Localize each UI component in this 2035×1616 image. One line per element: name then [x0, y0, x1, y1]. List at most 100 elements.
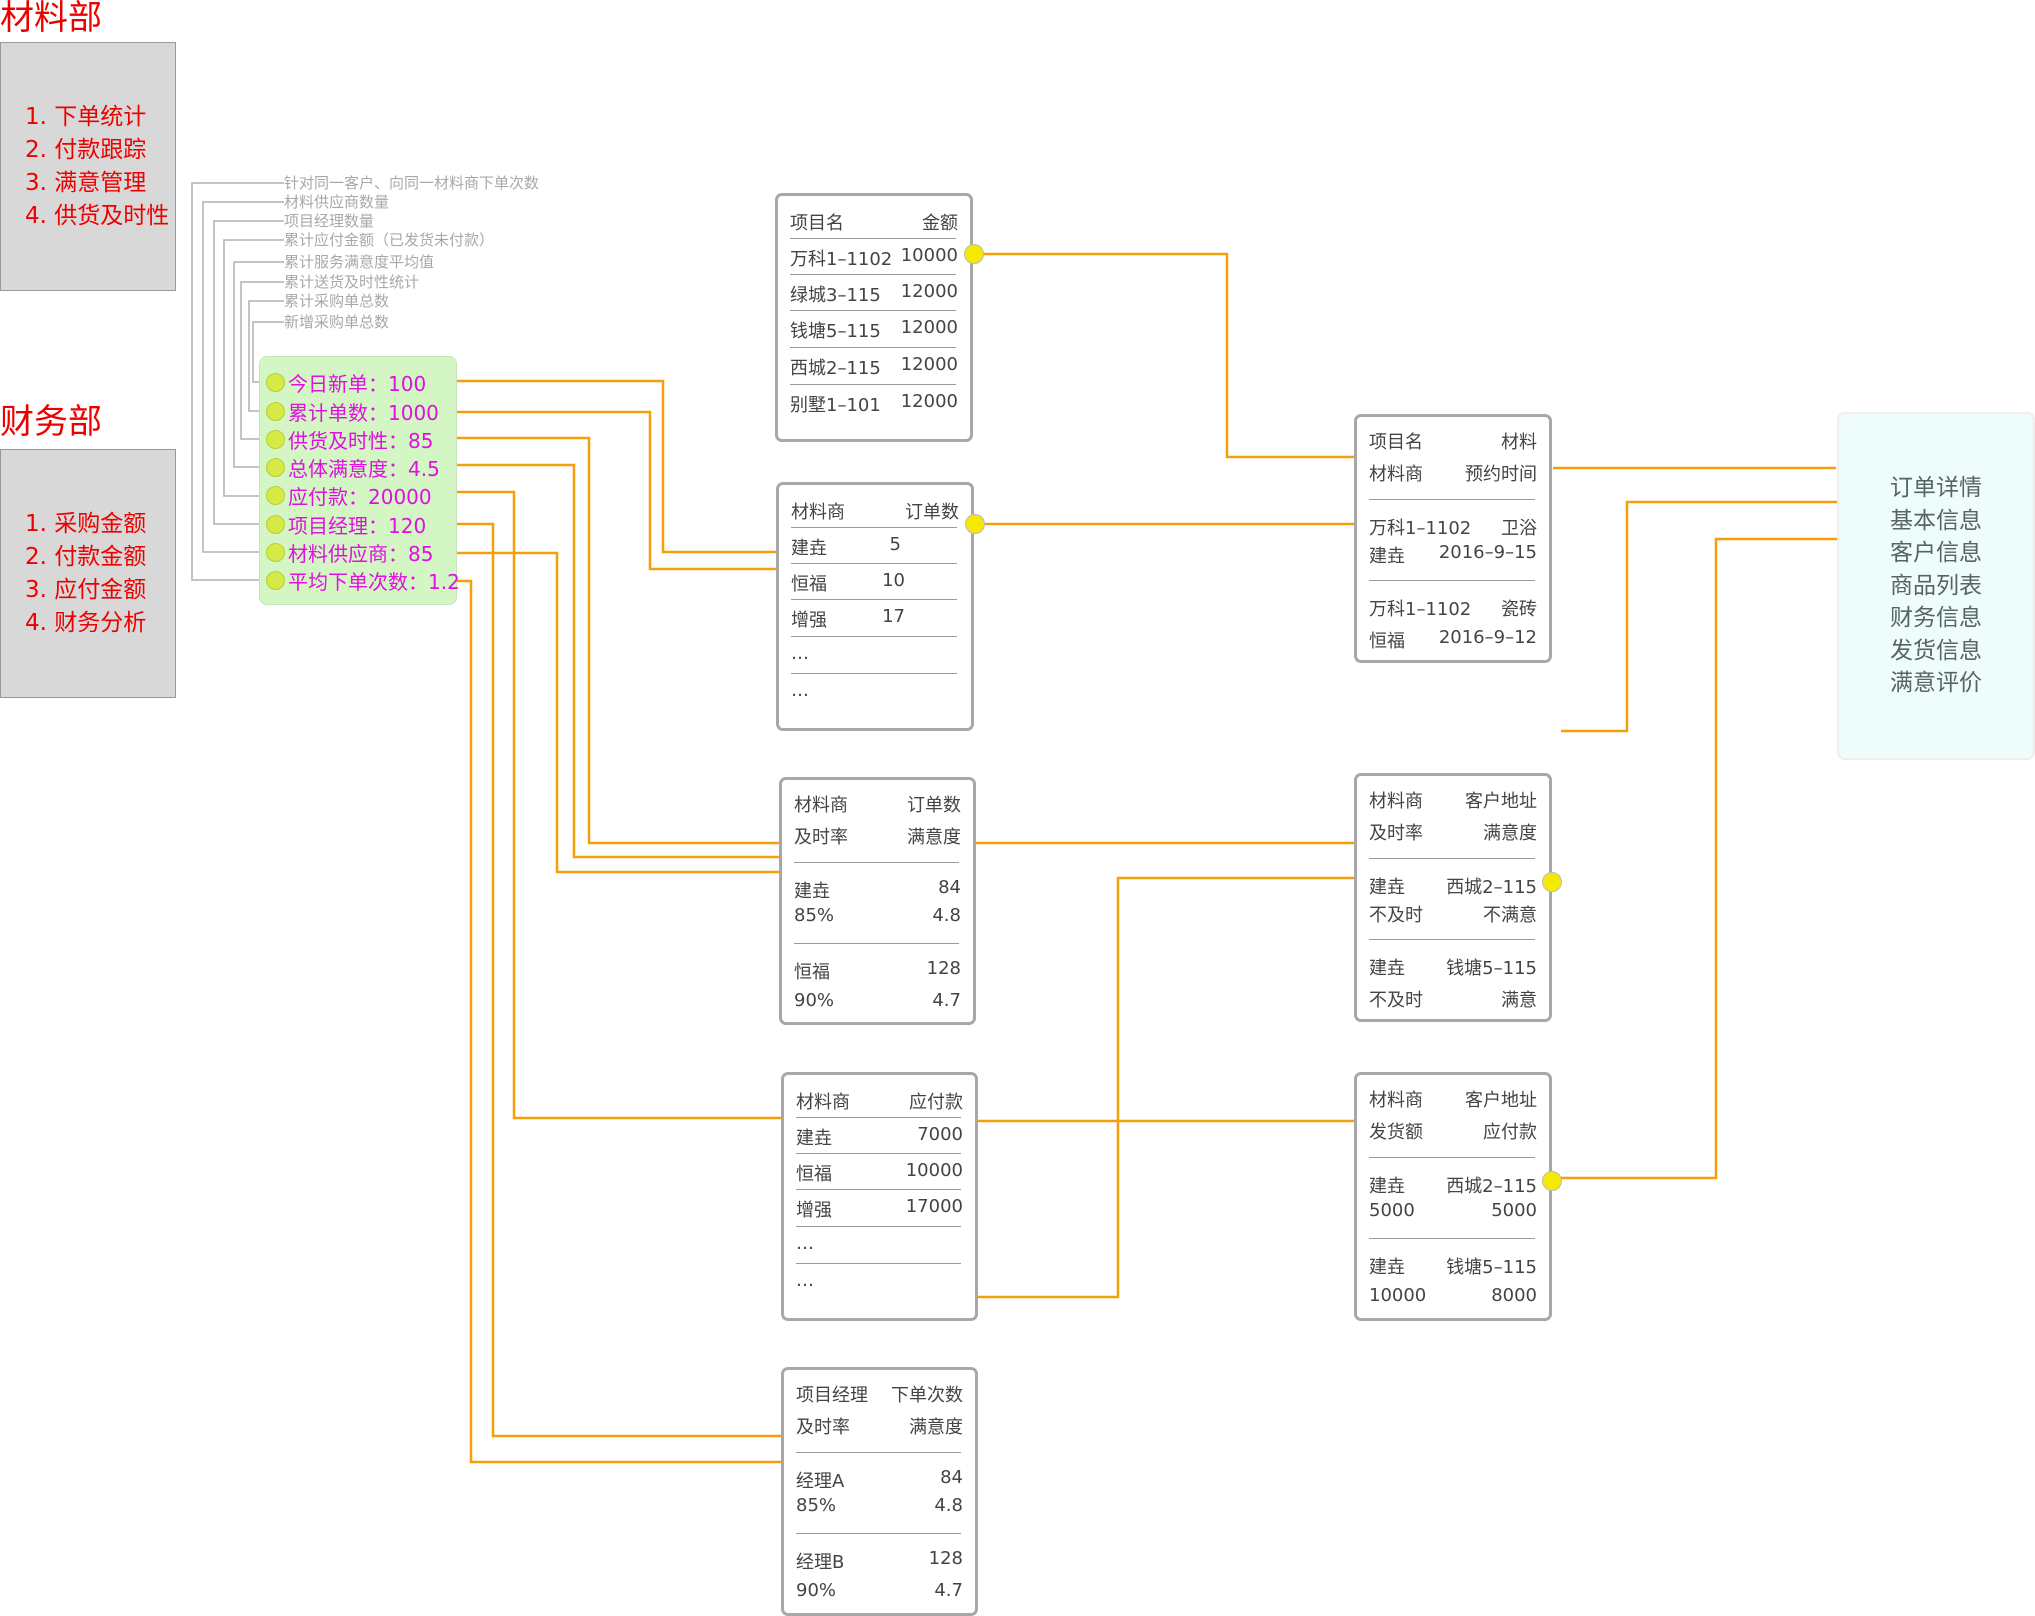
metric-suppliers[interactable]: 材料供应商：85 — [266, 538, 433, 566]
table-row: 85%4.8 — [794, 905, 961, 926]
cell: 恒福 — [1369, 631, 1405, 652]
wire-new-orders — [440, 379, 778, 554]
cell: 5000 — [1369, 1200, 1415, 1221]
col-header: 项目名 — [1369, 432, 1423, 453]
data-connectors — [440, 252, 1842, 1464]
cell: 4.7 — [934, 1580, 963, 1601]
order-detail-item: 订单详情 — [1890, 475, 1982, 502]
note-connector — [191, 182, 284, 581]
cell: 17000 — [905, 1196, 963, 1217]
customer-quality-card[interactable]: 材料商客户地址 及时率满意度 建垚西城2–115 不及时不满意 建垚钱塘5–11… — [1354, 773, 1552, 1022]
divider — [796, 1263, 961, 1264]
table-row: 85%4.8 — [796, 1495, 963, 1516]
col-header: 下单次数 — [891, 1385, 963, 1406]
cell: 建垚 — [1369, 1176, 1405, 1197]
table-row: 90%4.7 — [794, 990, 961, 1011]
metric-managers[interactable]: 项目经理：120 — [266, 510, 426, 538]
table-row: 经理A 84 — [796, 1467, 963, 1493]
connector-knob[interactable] — [965, 514, 985, 534]
col-header: 应付款 — [1483, 1122, 1537, 1143]
col-header: 材料商 — [794, 795, 848, 816]
order-detail-box[interactable]: 订单详情 基本信息 客户信息 商品列表 财务信息 发货信息 满意评价 — [1837, 412, 2035, 760]
cell: 84 — [940, 1467, 963, 1488]
cell: 建垚 — [1369, 958, 1405, 979]
cell: 钱塘5–115 — [1446, 958, 1537, 979]
cell: 增强 — [791, 610, 827, 631]
wire-customer-to-detail — [1561, 500, 1840, 733]
dept-item: 4. 财务分析 — [25, 609, 147, 636]
cell: 2016–9–12 — [1438, 627, 1537, 648]
note-label: 新增采购单总数 — [284, 313, 390, 331]
connector-knob[interactable] — [1542, 872, 1562, 892]
metric-total-orders[interactable]: 累计单数：1000 — [266, 397, 439, 425]
wire-total-orders — [440, 410, 778, 571]
cell: 12000 — [900, 354, 958, 375]
table-header: 项目名金额 — [790, 209, 958, 235]
cell: 西城2–115 — [1446, 1176, 1537, 1197]
cell: 8000 — [1491, 1285, 1537, 1306]
metric-timeliness[interactable]: 供货及时性：85 — [266, 425, 433, 453]
col-header: 材料商 — [796, 1092, 850, 1113]
divider — [1369, 1238, 1535, 1239]
col-header: 客户地址 — [1465, 791, 1537, 812]
divider — [790, 347, 956, 348]
col-header: 满意度 — [909, 1417, 963, 1438]
cell: 4.7 — [932, 990, 961, 1011]
cell: 10 — [882, 570, 905, 591]
dept-box-materials: 1. 下单统计 2. 付款跟踪 3. 满意管理 4. 供货及时性 — [0, 42, 176, 291]
table-row: … — [796, 1233, 963, 1254]
metric-label: 平均下单次数：1.2 — [288, 569, 460, 594]
table-header: 材料商订单数 — [791, 498, 959, 524]
cell: 经理A — [796, 1471, 845, 1492]
cell: 建垚 — [794, 881, 830, 902]
note-connectors — [191, 182, 284, 581]
cell: 增强 — [796, 1200, 832, 1221]
metric-payable[interactable]: 应付款：20000 — [266, 481, 432, 509]
dept-title-finance: 财务部 — [0, 402, 102, 442]
metric-label: 累计单数：1000 — [288, 400, 439, 425]
cell: 万科1–1102 — [790, 249, 893, 270]
table-row: … — [791, 680, 959, 701]
connector-knob[interactable] — [964, 244, 984, 264]
dept-item: 1. 采购金额 — [25, 510, 147, 537]
wire-satisfaction — [440, 463, 781, 859]
divider — [1369, 939, 1535, 940]
metric-label: 应付款：20000 — [288, 484, 432, 509]
connector-knob[interactable] — [1542, 1171, 1562, 1191]
cell: 7000 — [917, 1124, 963, 1145]
col-header: 订单数 — [905, 502, 959, 523]
table-header: 及时率满意度 — [796, 1413, 963, 1439]
order-detail-item: 满意评价 — [1890, 670, 1982, 697]
divider — [1369, 858, 1535, 859]
table-row: 建垚西城2–115 — [1369, 873, 1537, 899]
col-header: 满意度 — [907, 827, 961, 848]
divider — [1369, 499, 1535, 500]
metric-label: 供货及时性：85 — [288, 428, 434, 453]
cell: 10000 — [905, 1160, 963, 1181]
metric-avg-orders[interactable]: 平均下单次数：1.2 — [266, 566, 460, 594]
col-header: 项目名 — [790, 213, 844, 234]
order-detail-item: 商品列表 — [1890, 572, 1982, 599]
circle-icon — [266, 514, 285, 534]
metric-new-orders[interactable]: 今日新单：100 — [266, 368, 426, 396]
metric-satisfaction[interactable]: 总体满意度：4.5 — [266, 453, 440, 481]
wire-payable-to-detail — [1561, 537, 1842, 1180]
metric-label: 项目经理：120 — [288, 513, 427, 538]
cell: … — [796, 1270, 814, 1291]
divider — [1369, 580, 1535, 581]
divider — [790, 310, 956, 311]
table-header: 材料商客户地址 — [1369, 787, 1537, 813]
table-header: 材料商预约时间 — [1369, 460, 1537, 486]
